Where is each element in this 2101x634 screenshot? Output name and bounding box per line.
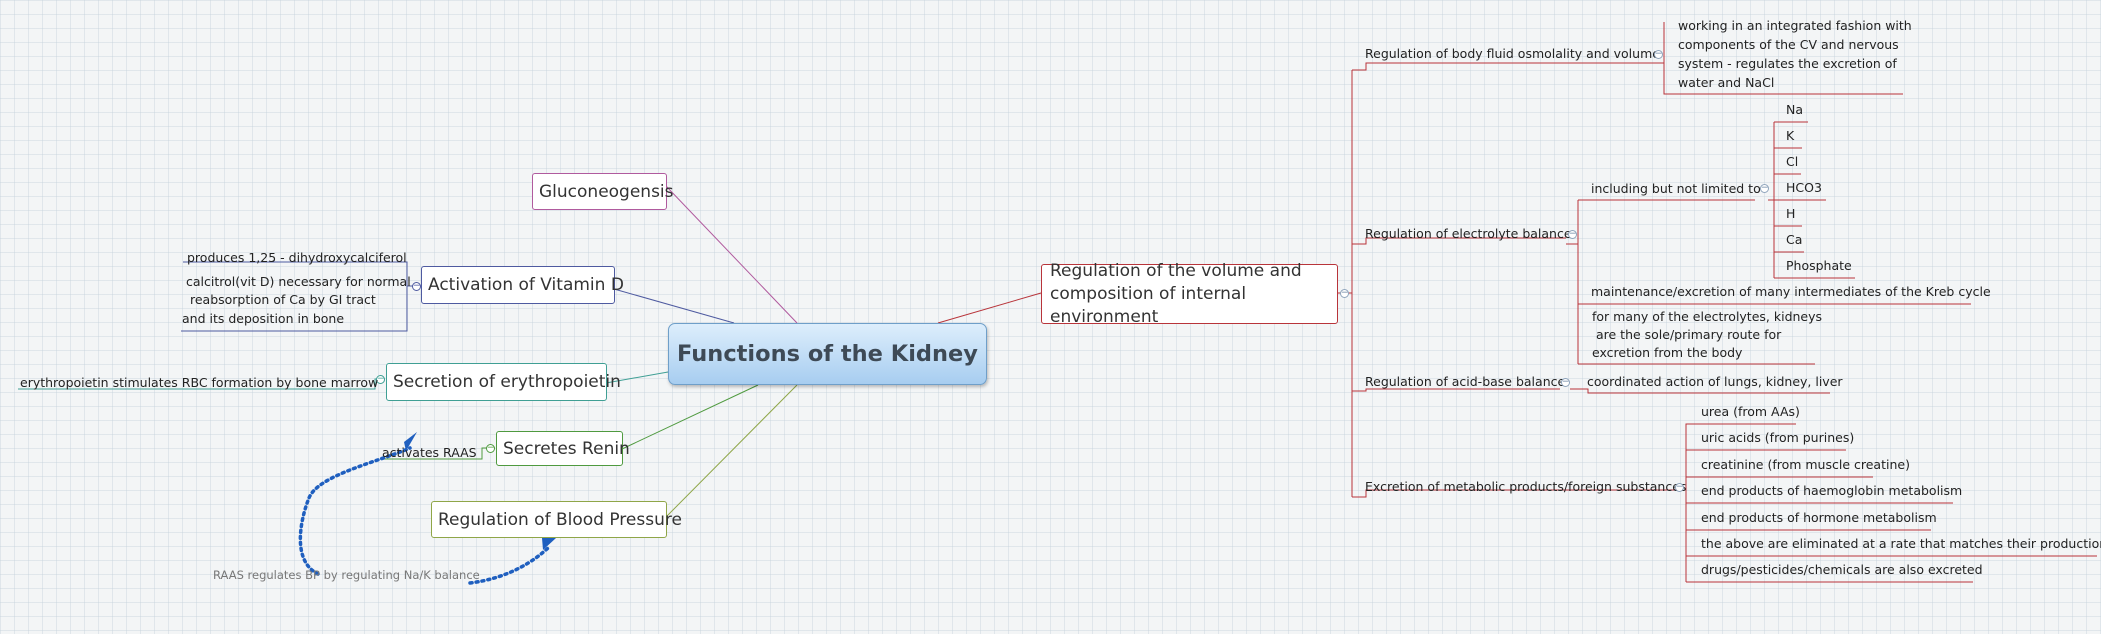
collapse-vitamin-d-icon[interactable]: − [412,281,421,291]
connector-blood-pressure [664,384,798,519]
node-blood-pressure[interactable]: Regulation of Blood Pressure [431,501,682,538]
electrolyte-kreb: maintenance/excretion of many intermedia… [1591,284,1991,299]
collapse-erythropoietin-icon[interactable]: − [376,374,385,384]
osmolality-detail-3: system - regulates the excretion of [1678,56,1897,71]
electrolyte-including: including but not limited to [1591,181,1761,196]
ion-phosphate: Phosphate [1786,258,1852,273]
ion-h: H [1786,206,1796,221]
electrolyte-label: Regulation of electrolyte balance [1365,226,1572,241]
raas-relationship-note: RAAS regulates BP by regulating Na/K bal… [213,568,480,582]
osmolality-label: Regulation of body fluid osmolality and … [1365,46,1660,61]
renin-child: activates RAAS [382,445,477,460]
node-volume-composition[interactable]: Regulation of the volume and composition… [1041,261,1338,327]
ion-hco3: HCO3 [1786,180,1822,195]
connector-gluconeogenesis [665,185,798,324]
erythropoietin-child: erythropoietin stimulates RBC formation … [20,375,379,390]
acid-base-detail: coordinated action of lungs, kidney, liv… [1587,374,1843,389]
connector-erythropoietin [605,371,669,384]
main-line-1: Regulation of the volume and [1050,260,1302,281]
excretion-item-3: creatinine (from muscle creatine) [1701,457,1910,472]
collapse-osmolality-icon[interactable]: − [1654,49,1663,59]
excretion-label: Excretion of metabolic products/foreign … [1365,479,1687,494]
node-gluconeogenesis[interactable]: Gluconeogensis [532,173,674,210]
vitamin-d-child-2-line-2: reabsorption of Ca by GI tract [186,292,376,307]
acid-base-label: Regulation of acid-base balance [1365,374,1566,389]
osmolality-detail-4: water and NaCl [1678,75,1775,90]
electrolyte-sole-route-2: are the sole/primary route for [1592,327,1782,342]
collapse-including-icon[interactable]: − [1760,183,1769,193]
node-erythropoietin[interactable]: Secretion of erythropoietin [386,363,621,401]
central-topic[interactable]: Functions of the Kidney [668,323,987,385]
main-line-2: composition of internal environment [1050,283,1247,327]
collapse-electrolyte-icon[interactable]: − [1568,229,1577,239]
raas-arrow-up [298,446,412,576]
connector-vitamin-d [613,288,735,324]
excretion-item-6: the above are eliminated at a rate that … [1701,536,2101,551]
electrolyte-sole-route-1: for many of the electrolytes, kidneys [1592,309,1823,324]
ion-cl: Cl [1786,154,1799,169]
ion-na: Na [1786,102,1804,117]
collapse-main-icon[interactable]: − [1340,288,1349,298]
collapse-acid-base-icon[interactable]: − [1561,377,1570,387]
excretion-item-4: end products of haemoglobin metabolism [1701,483,1963,498]
collapse-excretion-icon[interactable]: − [1675,482,1684,492]
excretion-item-2: uric acids (from purines) [1701,430,1855,445]
connector-right-main [937,292,1042,324]
vitamin-d-child-1: produces 1,25 - dihydroxycalciferol [187,250,407,265]
node-renin[interactable]: Secretes Renin [496,431,630,466]
vitamin-d-child-2-line-3: and its deposition in bone [182,311,345,326]
osmolality-detail-1: working in an integrated fashion with [1678,18,1912,33]
node-vitamin-d[interactable]: Activation of Vitamin D [421,266,624,304]
ion-ca: Ca [1786,232,1803,247]
osmolality-detail-2: components of the CV and nervous [1678,37,1899,52]
connector-renin [621,384,759,450]
electrolyte-sole-route-3: excretion from the body [1592,345,1743,360]
excretion-item-1: urea (from AAs) [1701,404,1800,419]
excretion-item-5: end products of hormone metabolism [1701,510,1937,525]
excretion-item-7: drugs/pesticides/chemicals are also excr… [1701,562,1983,577]
collapse-renin-icon[interactable]: − [486,443,495,453]
raas-arrow-bp [468,546,550,585]
vitamin-d-child-2-line-1: calcitrol(vit D) necessary for normal [186,274,411,289]
ion-k: K [1786,128,1795,143]
